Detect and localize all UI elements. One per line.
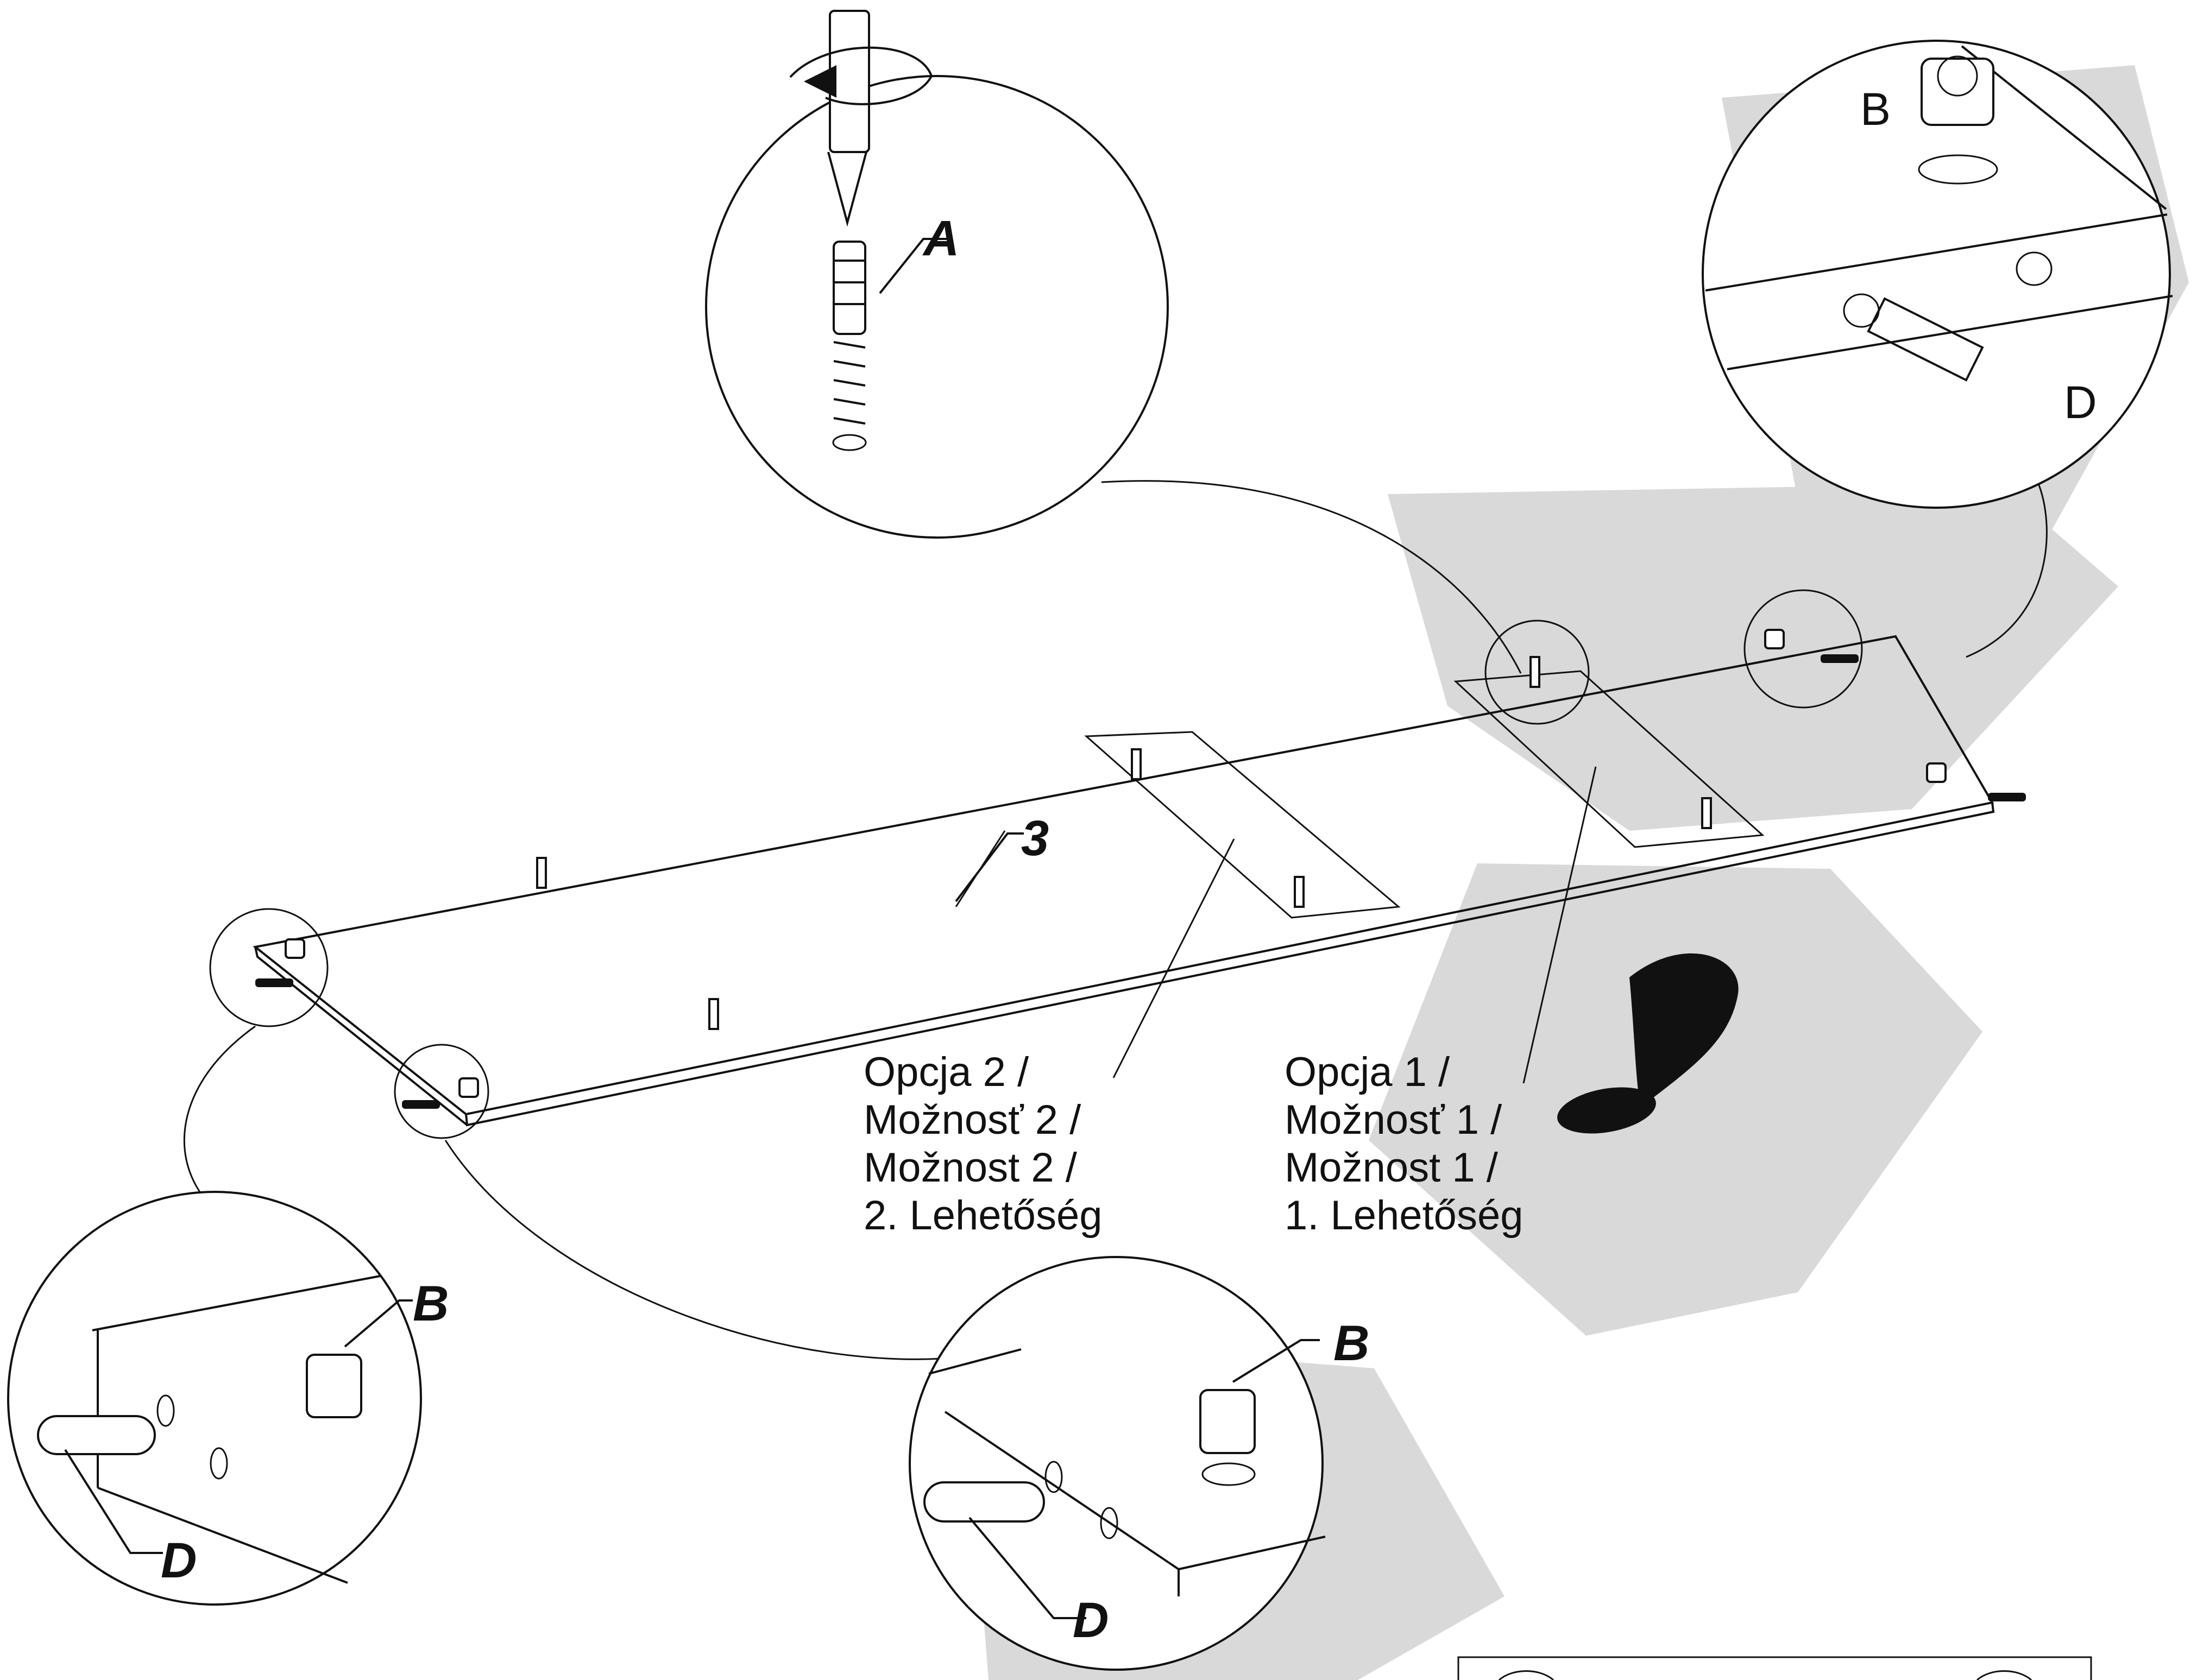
label-d-left: D <box>161 1533 197 1588</box>
dowel-left-back <box>402 1100 440 1109</box>
option-1-line-3: Možnost 1 / <box>1285 1145 1499 1191</box>
option-1-line-1: Opcja 1 / <box>1285 1049 1450 1095</box>
cam-fitting-right-back <box>1926 762 1947 783</box>
cam-fitting-left-front <box>285 938 305 959</box>
detail-circle-bottom: B D <box>909 1256 1369 1671</box>
label-a: A <box>922 211 959 266</box>
step-3-label: 3 <box>1021 811 1049 866</box>
option-1-line-2: Možnosť 1 / <box>1285 1097 1502 1143</box>
small-detail-circles <box>209 589 1863 1139</box>
option-1-text-block: Opcja 1 / Možnosť 1 / Možnost 1 / 1. Leh… <box>1285 1049 1524 1239</box>
screw-pin-2 <box>708 998 719 1030</box>
label-b-left: B <box>413 1276 449 1331</box>
main-panel <box>253 629 2026 1127</box>
option-2-line-1: Opcja 2 / <box>864 1049 1029 1095</box>
option-2-line-3: Možnost 2 / <box>864 1145 1078 1191</box>
option-2-line-4: 2. Lehetőség <box>864 1192 1103 1239</box>
dowel-right-back <box>1988 793 2026 801</box>
step-number: 3 <box>955 811 1049 902</box>
label-d-bottom: D <box>1073 1593 1109 1648</box>
dowel-right-front <box>1821 654 1859 663</box>
option-2-text-block: Opcja 2 / Možnosť 2 / Možnost 2 / 2. Leh… <box>864 1049 1103 1239</box>
screw-pin-1 <box>536 857 547 889</box>
screw-pin-4 <box>1294 876 1305 908</box>
bottom-right-frame <box>1457 1656 2092 1680</box>
label-b-top-right: B <box>1860 84 1891 135</box>
callout-lines <box>184 475 2048 1360</box>
label-b-bottom: B <box>1333 1316 1369 1371</box>
exclamation-icon <box>1557 953 1739 1134</box>
screw-pin-5 <box>1529 656 1540 688</box>
option-1-line-4: 1. Lehetőség <box>1285 1192 1524 1239</box>
detail-circle-left: B D <box>7 1191 449 1606</box>
detail-circle-screw: A <box>705 10 1169 539</box>
label-d-top-right: D <box>2064 377 2097 428</box>
cam-fitting-right-front <box>1764 629 1785 649</box>
cam-fitting-left-back <box>458 1077 479 1098</box>
screw-pin-3 <box>1131 748 1142 780</box>
dowel-left-front <box>255 978 293 987</box>
option-2-line-2: Možnosť 2 / <box>864 1097 1081 1143</box>
detail-circle-top-right: B D <box>1702 40 2173 509</box>
screw-pin-6 <box>1701 797 1712 829</box>
